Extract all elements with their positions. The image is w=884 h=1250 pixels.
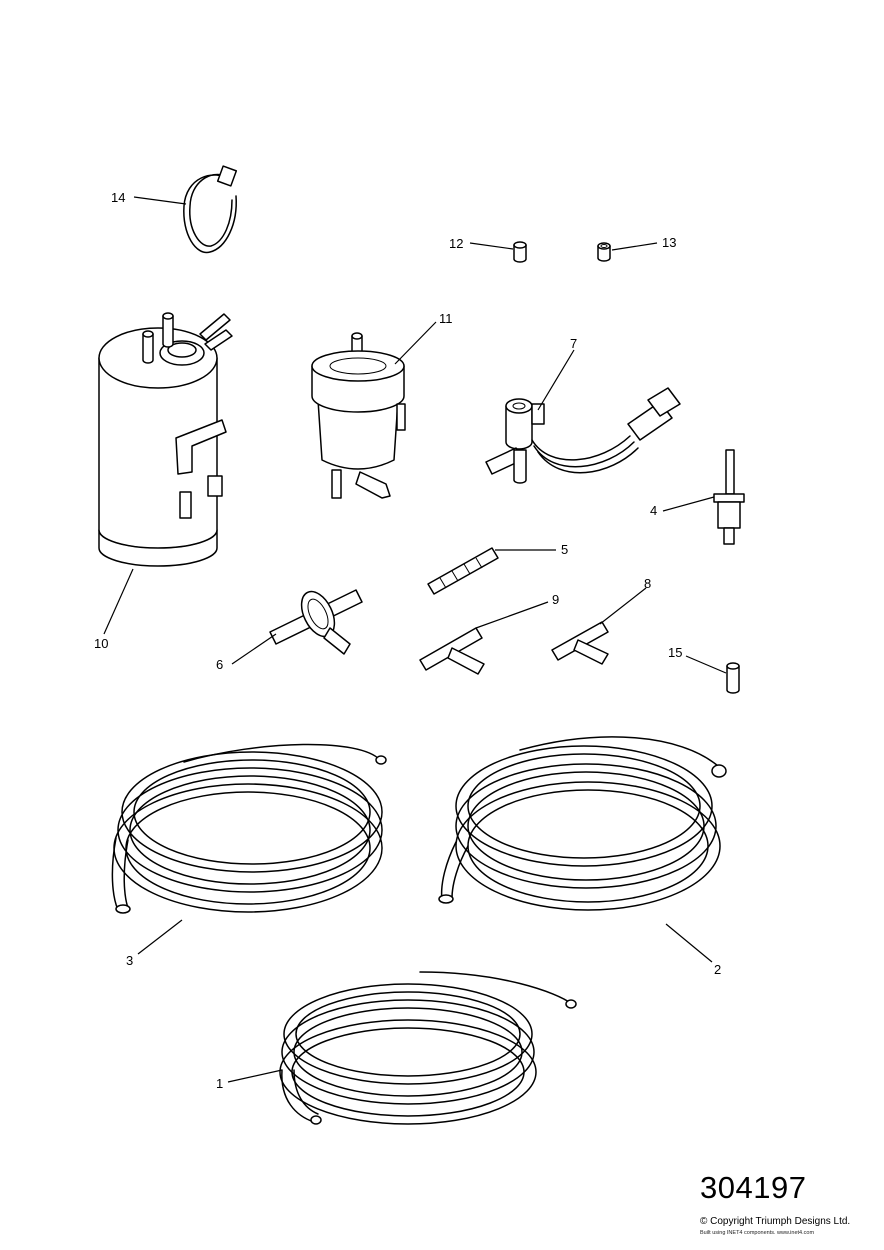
callout-10: 10 <box>94 636 108 651</box>
copyright-notice: © Copyright Triumph Designs Ltd. <box>700 1216 851 1227</box>
part-6-non-return-valve[interactable] <box>269 586 363 655</box>
callout-7: 7 <box>570 336 577 351</box>
part-15-plug[interactable] <box>726 662 740 694</box>
part-8-t-piece[interactable] <box>551 621 609 665</box>
callout-13: 13 <box>662 235 676 250</box>
callout-14: 14 <box>111 190 125 205</box>
callout-8: 8 <box>644 576 651 591</box>
callout-4: 4 <box>650 503 657 518</box>
callout-9: 9 <box>552 592 559 607</box>
callout-5: 5 <box>561 542 568 557</box>
part-2-hose-coil[interactable] <box>438 736 727 911</box>
part-11-filter[interactable] <box>311 332 406 499</box>
callout-1: 1 <box>216 1076 223 1091</box>
callout-labels: 14 12 13 11 7 4 5 9 8 10 6 15 3 2 1 <box>94 190 721 1091</box>
leader-lines <box>103 196 727 1083</box>
callout-6: 6 <box>216 657 223 672</box>
part-12-cap[interactable] <box>513 241 527 263</box>
callout-15: 15 <box>668 645 682 660</box>
part-5-straight-connector[interactable] <box>427 547 499 595</box>
part-14-hose-clip[interactable] <box>183 165 238 254</box>
part-4-inline-filter[interactable] <box>713 449 745 545</box>
part-3-hose-coil[interactable] <box>111 743 387 914</box>
callout-2: 2 <box>714 962 721 977</box>
callout-11: 11 <box>439 311 453 326</box>
part-9-t-piece[interactable] <box>419 627 485 675</box>
callout-12: 12 <box>449 236 463 251</box>
part-1-hose-coil[interactable] <box>279 971 577 1125</box>
part-10-charcoal-canister[interactable] <box>98 312 233 567</box>
part-7-purge-valve[interactable] <box>485 387 681 484</box>
part-13-cap[interactable] <box>597 242 611 262</box>
diagram-reference-number: 304197 <box>700 1170 807 1205</box>
callout-3: 3 <box>126 953 133 968</box>
built-with-note: Built using INET4 components. www.inet4.… <box>700 1230 815 1236</box>
